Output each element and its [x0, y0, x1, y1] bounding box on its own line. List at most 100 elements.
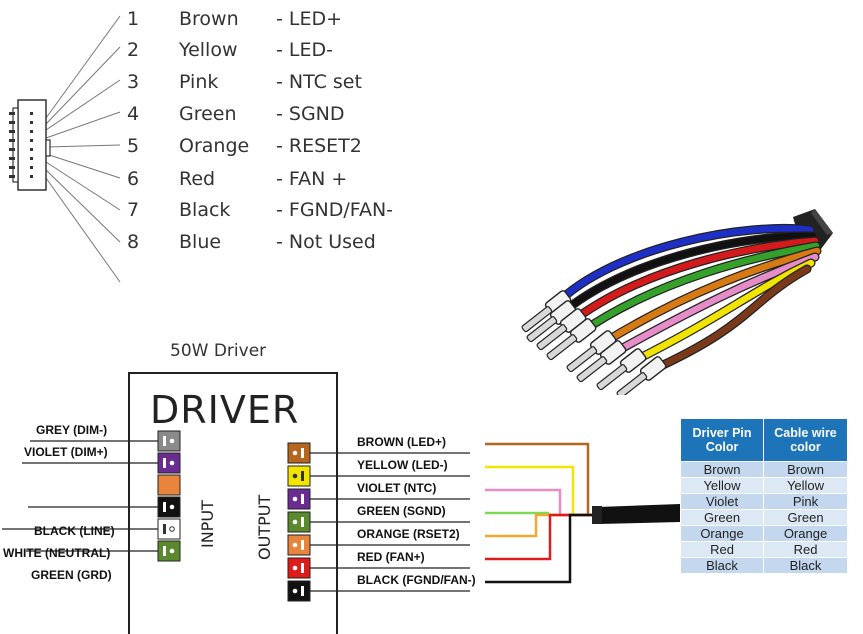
pin-number: 5	[127, 135, 140, 157]
cable-wire	[606, 253, 819, 359]
table-cell: Brown	[763, 461, 848, 478]
pin-function: - FGND/FAN-	[276, 199, 394, 221]
wire-ferrule	[576, 340, 627, 383]
terminal-hole	[292, 542, 298, 548]
ferrule-pin	[546, 334, 578, 361]
wire-ferrule	[546, 318, 597, 361]
output-wire-label: RED (FAN+)	[357, 550, 425, 564]
table-cell: Black	[763, 557, 848, 574]
ferrule-pin	[566, 346, 598, 373]
terminal-slot	[163, 436, 166, 446]
table-cell: Green	[763, 509, 848, 526]
output-wire-label: ORANGE (RSET2)	[357, 527, 460, 541]
harness-wire	[485, 488, 598, 517]
pin-function: - LED+	[276, 8, 343, 30]
ferrule-pin	[596, 364, 628, 391]
ferrule-pin	[521, 306, 553, 333]
cable-wire	[646, 265, 811, 375]
input-wire-label: GREY (DIM-)	[36, 423, 108, 437]
wire-ferrule	[616, 356, 667, 395]
pin-color: Brown	[179, 8, 239, 30]
input-wire-label: GREEN (GRD)	[31, 568, 112, 582]
pin-color: Green	[179, 103, 237, 125]
cable-wire	[596, 247, 821, 349]
output-terminal	[287, 511, 311, 533]
ferrule-pin	[576, 356, 608, 383]
terminal-hole	[292, 450, 298, 456]
terminal-slot	[163, 546, 166, 556]
cable-wire	[566, 237, 819, 327]
wire-ferrule	[521, 290, 572, 333]
terminal-hole	[292, 519, 298, 525]
input-terminal-block	[2, 430, 181, 562]
driver-box	[128, 372, 338, 634]
input-terminal	[157, 518, 181, 540]
terminal-slot	[301, 471, 304, 481]
cable-wire	[551, 225, 814, 309]
table-cell: Yellow	[679, 477, 765, 494]
table-cell: Red	[679, 541, 765, 558]
output-terminal	[287, 442, 311, 464]
pin-number: 2	[127, 39, 140, 61]
cable-assembly-illustration	[521, 209, 833, 395]
harness-wire	[485, 513, 598, 538]
terminal-hole	[169, 460, 175, 466]
terminal-hole	[169, 438, 175, 444]
output-terminal	[287, 465, 311, 487]
wire-ferrule	[526, 300, 577, 343]
cable-wire	[576, 242, 820, 337]
output-wire-label: YELLOW (LED-)	[357, 458, 448, 472]
input-wire-label: BLACK (LINE)	[34, 524, 115, 538]
pin-function: - RESET2	[276, 135, 362, 157]
driver-name: DRIVER	[150, 388, 300, 432]
pin-number: 3	[127, 71, 140, 93]
table-cell: Red	[763, 541, 848, 558]
pin-color: Blue	[179, 231, 222, 253]
terminal-hole	[292, 473, 298, 479]
input-terminal	[157, 496, 181, 518]
connector-diagram	[9, 15, 121, 283]
terminal-hole	[169, 526, 175, 532]
output-terminal-block	[287, 442, 680, 602]
input-terminal	[157, 474, 181, 496]
pin-number: 7	[127, 199, 140, 221]
input-terminal	[157, 430, 181, 452]
pin-function: - FAN +	[276, 168, 348, 190]
input-terminal	[157, 540, 181, 562]
ferrule-pin	[616, 372, 648, 395]
output-wire-label: GREEN (SGND)	[357, 504, 446, 518]
output-terminal	[287, 488, 311, 510]
pin-color: Yellow	[179, 39, 238, 61]
pin-number: 6	[127, 168, 140, 190]
wire-ferrule	[596, 348, 647, 391]
input-wire-label: VIOLET (DIM+)	[24, 445, 108, 459]
driver-title: 50W Driver	[170, 341, 267, 361]
terminal-slot	[301, 563, 304, 573]
pin-color: Red	[179, 168, 216, 190]
output-wire-label: BROWN (LED+)	[357, 435, 446, 449]
output-wire-label: VIOLET (NTC)	[357, 481, 437, 495]
pin-function: - SGND	[276, 103, 345, 125]
cable-wire	[556, 232, 817, 319]
harness-wire	[485, 442, 598, 517]
pin-number: 8	[127, 231, 140, 253]
table-cell: Yellow	[763, 477, 848, 494]
table-cell: Brown	[679, 461, 765, 478]
table-cell: Orange	[679, 525, 765, 542]
pin-function: - NTC set	[276, 71, 362, 93]
connector-body	[9, 99, 51, 191]
pin-color: Black	[179, 199, 231, 221]
terminal-slot	[301, 448, 304, 458]
input-wire-label: WHITE (NEUTRAL)	[3, 546, 111, 560]
ferrule-pin	[536, 324, 568, 351]
harness-cable-jacket	[592, 504, 680, 524]
output-terminal	[287, 557, 311, 579]
pin-color: Orange	[179, 135, 250, 157]
pin-function: - Not Used	[276, 231, 376, 253]
terminal-slot	[301, 586, 304, 596]
